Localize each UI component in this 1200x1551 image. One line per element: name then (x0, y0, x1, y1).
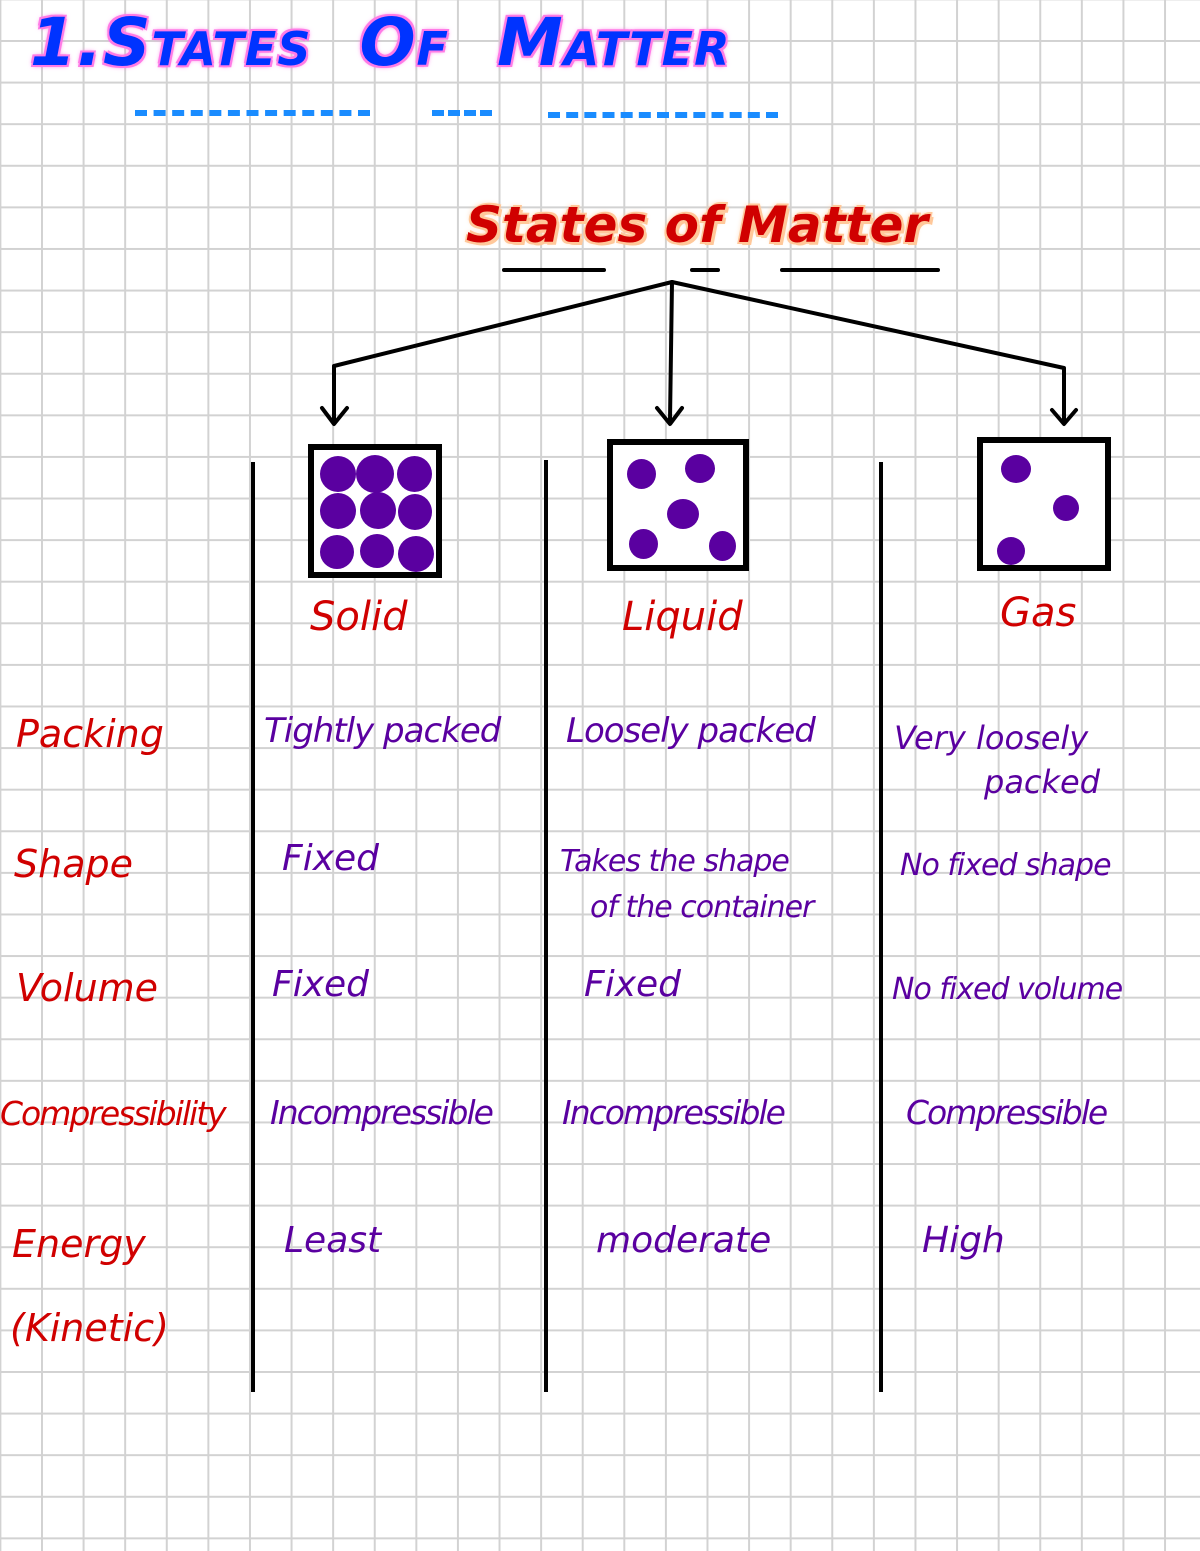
solid-particle-box (308, 444, 442, 578)
diagram-title-underline-3 (780, 268, 940, 272)
cell-gas-compressibility: Compressible (906, 1093, 1108, 1132)
cell-liquid-compressibility: Incompressible (562, 1093, 786, 1132)
particle-icon (629, 529, 658, 559)
tree-connector-arrows (320, 280, 1078, 426)
state-label-solid: Solid (310, 594, 408, 640)
cell-solid-packing: Tightly packed (264, 711, 501, 751)
cell-liquid-packing: Loosely packed (566, 711, 816, 751)
heading-underline-matter (548, 112, 778, 118)
page-heading: 1.States Of Matter (30, 4, 730, 81)
column-divider-2 (544, 460, 548, 1392)
particle-icon (360, 492, 396, 529)
particle-icon (398, 494, 432, 530)
particle-icon (1001, 455, 1031, 483)
cell-solid-shape: Fixed (282, 838, 380, 879)
cell-liquid-volume: Fixed (584, 964, 682, 1005)
cell-liquid-energy: moderate (596, 1220, 772, 1261)
cell-gas-shape: No fixed shape (900, 848, 1112, 883)
row-label-compressibility: Compressibility (0, 1094, 227, 1133)
column-divider-3 (879, 462, 883, 1392)
row-label-packing: Packing (16, 712, 164, 756)
row-label-shape: Shape (14, 842, 133, 886)
particle-icon (397, 456, 432, 492)
particle-icon (685, 454, 715, 483)
cell-gas-packing-line1: Very loosely (894, 719, 1089, 757)
cell-solid-compressibility: Incompressible (270, 1093, 494, 1132)
cell-gas-energy: High (922, 1220, 1005, 1261)
particle-icon (320, 535, 354, 569)
particle-icon (360, 534, 394, 568)
column-divider-1 (251, 462, 255, 1392)
state-label-liquid: Liquid (622, 594, 743, 640)
heading-underline-of (432, 110, 492, 116)
state-label-gas: Gas (1000, 590, 1077, 636)
diagram-title: States of Matter (466, 196, 929, 254)
particle-icon (320, 456, 356, 492)
cell-liquid-shape-line2: of the container (590, 890, 814, 925)
heading-number: 1. (30, 4, 103, 81)
particle-icon (997, 537, 1025, 565)
cell-liquid-shape-line1: Takes the shape (560, 844, 790, 879)
row-label-volume: Volume (16, 966, 159, 1010)
particle-icon (1053, 495, 1079, 521)
particle-icon (398, 536, 434, 572)
heading-underline-states (135, 110, 370, 116)
cell-solid-volume: Fixed (272, 964, 370, 1005)
particle-icon (709, 531, 736, 561)
particle-icon (320, 493, 356, 529)
gas-particle-box (977, 437, 1111, 571)
particle-icon (356, 455, 394, 493)
heading-word-states: States (103, 4, 312, 81)
liquid-particle-box (607, 439, 749, 571)
diagram-title-underline-1 (502, 268, 606, 272)
diagram-title-underline-2 (690, 268, 720, 272)
row-label-energy-note: (Kinetic) (10, 1306, 169, 1350)
particle-icon (627, 459, 656, 489)
cell-gas-packing-line2: packed (984, 763, 1101, 801)
heading-word-of: Of (359, 4, 449, 81)
cell-gas-volume: No fixed volume (892, 972, 1123, 1007)
cell-solid-energy: Least (284, 1220, 382, 1261)
particle-icon (667, 499, 699, 529)
row-label-energy: Energy (12, 1222, 146, 1266)
heading-word-matter: Matter (496, 4, 731, 81)
